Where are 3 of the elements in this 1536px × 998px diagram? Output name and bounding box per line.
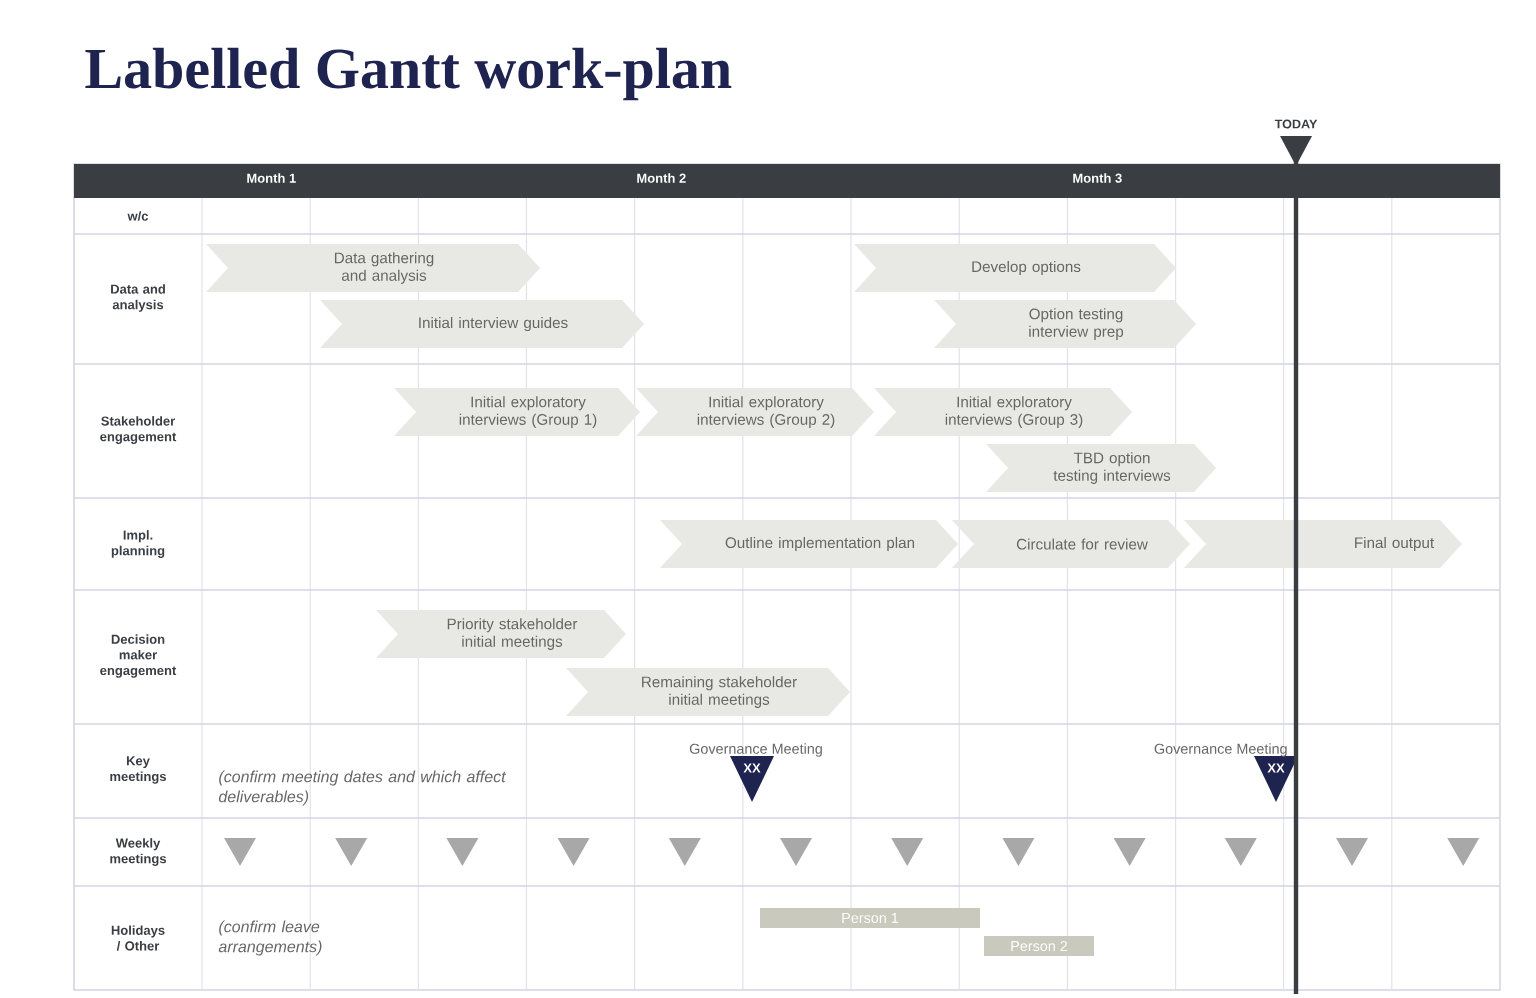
note: (confirm leave arrangements) — [218, 920, 322, 956]
title: Labelled Gantt work-plan — [85, 47, 732, 101]
note: (confirm meeting dates and which affect deliverables) — [218, 770, 507, 806]
